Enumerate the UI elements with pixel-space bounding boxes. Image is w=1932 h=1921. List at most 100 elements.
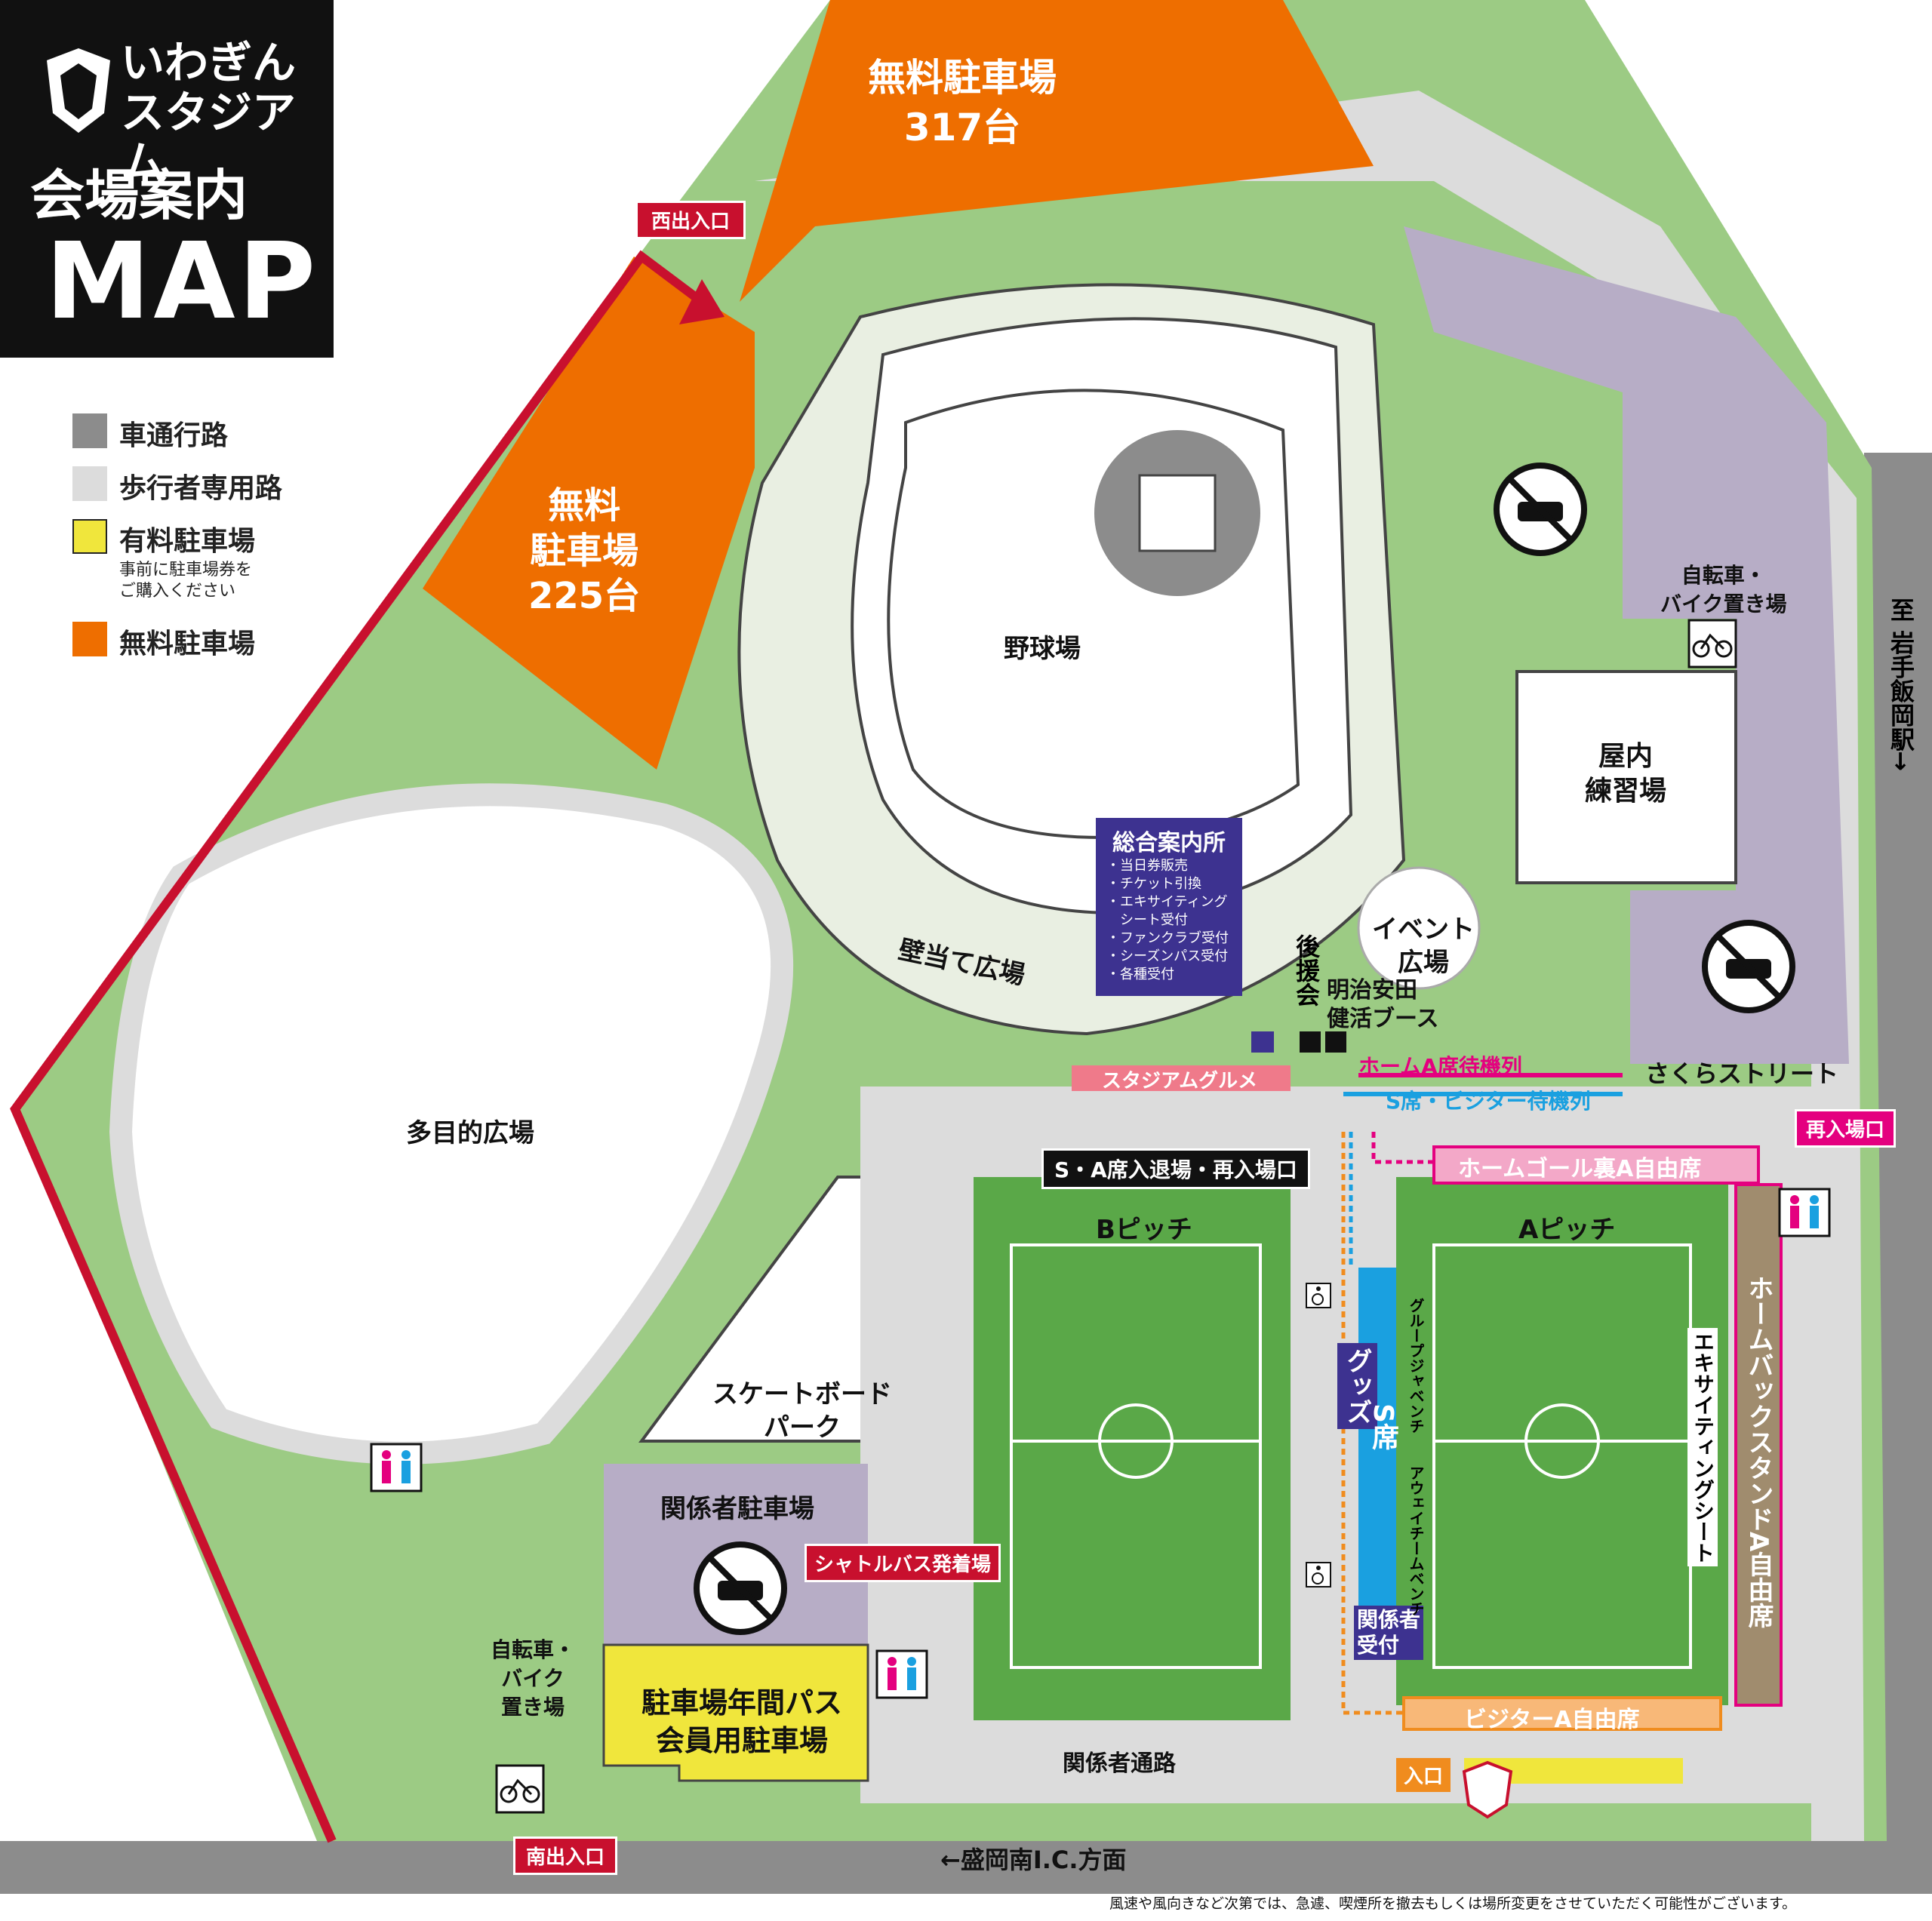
brand-line-1: いわぎん <box>121 37 297 88</box>
staff-reception-label: 関係者 受付 <box>1354 1606 1424 1660</box>
brand-name: いわぎん スタジアム <box>121 38 334 187</box>
north-parking-line-2: 317台 <box>903 106 1021 149</box>
restroom-icon <box>370 1443 423 1492</box>
info-item: ・チケット引換 <box>1106 876 1201 892</box>
title-block: いわぎん スタジアム 会場案内 MAP <box>0 0 334 358</box>
event-plaza-area <box>1357 866 1481 990</box>
east-restricted-lot <box>1404 226 1849 1064</box>
north-parking-label: 無料駐車場 317台 <box>868 53 1057 152</box>
bike-ne-line-1: 自転車・ <box>1681 563 1766 588</box>
visitor-stand <box>1402 1696 1722 1731</box>
away-bench-label: アウェイチームベンチ <box>1407 1465 1425 1616</box>
east-direction-label: 至 岩手飯岡駅→ <box>1887 598 1915 771</box>
sa-gate-tag: S・A席入退場・再入場口 <box>1041 1148 1310 1189</box>
restroom-icon <box>875 1649 928 1699</box>
legend-swatch-free <box>72 622 107 656</box>
meiji-line-1: 明治安田 <box>1327 977 1417 1004</box>
indoor-line-2: 練習場 <box>1585 776 1667 807</box>
no-car-icon <box>1494 463 1587 556</box>
info-item: ・当日券販売 <box>1106 858 1188 874</box>
diamond <box>1138 474 1217 552</box>
b-pitch-label: Bピッチ <box>1096 1215 1192 1245</box>
skate-line-1: スケートボード <box>712 1379 892 1409</box>
info-item: ・エキサイティング <box>1106 894 1228 910</box>
exciting-seat-label: エキサイティングシート <box>1687 1328 1718 1566</box>
a-pitch-label: Aピッチ <box>1518 1215 1616 1245</box>
bicycle-icon <box>1687 619 1737 669</box>
brand-line-2: スタジアム <box>121 87 297 188</box>
legend-walkway: 歩行者専用路 <box>119 473 283 504</box>
legend-swatch-paid <box>72 519 107 554</box>
annual-parking-line-1: 駐車場年間パス <box>641 1686 843 1720</box>
bicycle-icon <box>495 1764 545 1814</box>
event-plaza-label: イベント 広場 <box>1372 913 1475 979</box>
info-item: ・ファンクラブ受付 <box>1106 930 1229 946</box>
legend-paid-note-2: ご購入ください <box>119 582 236 601</box>
annual-parking-label: 駐車場年間パス 会員用駐車場 <box>641 1684 842 1760</box>
event-line-2: 広場 <box>1398 948 1449 978</box>
indoor-practice-label: 屋内 練習場 <box>1585 739 1666 809</box>
meiji-label: 明治安田 健活ブース <box>1327 976 1439 1034</box>
info-item: ・各種受付 <box>1106 967 1174 982</box>
skate-line-2: パーク <box>764 1412 841 1443</box>
a-pitch-center <box>1524 1403 1600 1479</box>
legend-paid-note-1: 事前に駐車場券を <box>119 561 253 579</box>
south-direction-label: ←盛岡南I.C.方面 <box>940 1846 1127 1874</box>
red-entry-route <box>10 250 705 1843</box>
route-arrow <box>679 279 724 324</box>
legend-swatch-road <box>72 413 107 448</box>
annual-parking-area <box>602 1643 869 1782</box>
baseball-label: 野球場 <box>1004 634 1081 664</box>
north-free-parking <box>740 0 1374 302</box>
info-center: 総合案内所 ・当日券販売 ・チケット引換 ・エキサイティング シート受付 ・ファ… <box>1096 818 1242 996</box>
event-line-1: イベント <box>1372 914 1475 945</box>
bike-sw-line-3: 置き場 <box>501 1695 565 1720</box>
staff-rec-line-2: 受付 <box>1357 1633 1400 1658</box>
footnote: 風速や風向きなど次第では、急遽、喫煙所を撤去もしくは場所変更をさせていただく可能… <box>1109 1895 1797 1912</box>
s-seat-stand <box>1358 1268 1396 1615</box>
indoor-line-1: 屋内 <box>1598 741 1654 772</box>
visitor-route-dotted <box>1341 1132 1404 1715</box>
home-back-stand <box>1734 1183 1783 1707</box>
legend-swatch-walkway <box>72 466 107 501</box>
s-visitor-queue-tag: S席・ビジター待機列 <box>1386 1089 1591 1114</box>
staff-parking-label: 関係者駐車場 <box>660 1494 814 1524</box>
bike-sw-label: 自転車・ バイク 置き場 <box>491 1636 575 1722</box>
info-booth-square <box>1251 1031 1274 1053</box>
no-car-icon <box>694 1541 787 1635</box>
bike-ne-line-2: バイク置き場 <box>1660 592 1787 616</box>
supporters-label: 後援会 <box>1292 934 1321 1007</box>
no-car-icon <box>1702 920 1795 1013</box>
s-seat-label: S席 <box>1367 1403 1398 1450</box>
staff-road-label: 関係者通路 <box>1063 1750 1176 1777</box>
info-center-title: 総合案内所 <box>1112 830 1226 856</box>
west-gate-tag: 西出入口 <box>635 201 746 239</box>
multi-plaza-label: 多目的広場 <box>406 1118 534 1148</box>
map-title: MAP <box>45 220 319 343</box>
visitor-seat-label: ビジターA自由席 <box>1464 1707 1640 1733</box>
west-parking-line-3: 225台 <box>528 575 641 617</box>
supporters-booth-square <box>1300 1031 1321 1053</box>
sakura-street-label: さくらストリート <box>1645 1059 1839 1088</box>
bike-ne-label: 自転車・ バイク置き場 <box>1660 561 1786 619</box>
legend-paid: 有料駐車場 <box>119 526 256 557</box>
wheelchair-icon <box>1306 1562 1331 1588</box>
staff-rec-line-1: 関係者 <box>1357 1607 1421 1632</box>
bike-sw-line-2: バイク <box>501 1666 565 1691</box>
b-pitch-center <box>1098 1403 1174 1479</box>
legend-free: 無料駐車場 <box>119 629 256 659</box>
wheelchair-icon <box>1306 1283 1331 1308</box>
home-goal-seat-label: ホームゴール裏A自由席 <box>1458 1156 1702 1182</box>
west-parking-label: 無料 駐車場 225台 <box>528 483 640 619</box>
mascot-logo-icon <box>47 48 110 133</box>
meiji-booth-square <box>1325 1031 1346 1053</box>
mascot-logo-icon <box>1462 1760 1513 1819</box>
annual-parking-line-2: 会員用駐車場 <box>656 1724 829 1757</box>
restroom-icon <box>1778 1188 1831 1237</box>
info-item: ・シーズンパス受付 <box>1106 948 1229 964</box>
legend-road: 車通行路 <box>119 420 229 451</box>
meiji-line-2: 健活ブース <box>1327 1006 1439 1032</box>
b-pitch-area <box>974 1177 1291 1720</box>
south-road <box>0 1841 1932 1894</box>
